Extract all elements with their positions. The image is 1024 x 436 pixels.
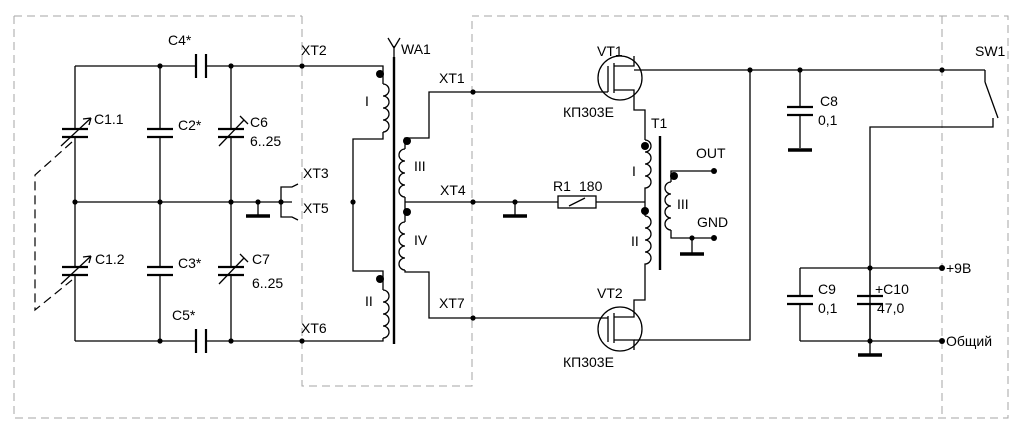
out-terminal <box>711 168 717 174</box>
xt5-label: XT5 <box>303 200 329 216</box>
xt3-xt5-jumper <box>280 183 299 221</box>
enclosures <box>13 15 1009 419</box>
c9-value: 0,1 <box>818 300 838 316</box>
t1-winding-3-label: III <box>677 196 689 212</box>
c10-label: +C10 <box>875 281 909 297</box>
c5-label: C5* <box>172 307 196 323</box>
vt2-transistor <box>597 306 643 352</box>
c7-trimmer-mark <box>218 253 249 285</box>
r1-mark <box>568 197 586 207</box>
ganged-tuning-link <box>34 141 73 312</box>
antenna-transformer <box>302 37 473 344</box>
xt6-label: XT6 <box>301 320 327 336</box>
winding-1-dot <box>376 70 384 78</box>
t1-winding-1-dot <box>641 142 649 150</box>
r1-label: R1 <box>553 178 571 194</box>
xt7-label: XT7 <box>439 295 465 311</box>
t1-winding-3-dot <box>670 172 678 180</box>
c7-value: 6..25 <box>252 275 283 291</box>
t1-winding-2-label: II <box>631 233 639 249</box>
capacitor-bank-junctions <box>72 63 305 344</box>
winding-2-lead-out <box>302 338 384 342</box>
antenna-icon <box>387 37 401 57</box>
wa1-winding-4 <box>398 221 406 271</box>
winding-2-label: II <box>365 293 373 309</box>
c2-label: C2* <box>178 117 202 133</box>
c6-label: C6 <box>250 114 268 130</box>
winding-4-label: IV <box>414 232 428 248</box>
gnd-terminal <box>711 235 717 241</box>
capacitor-bank <box>34 54 305 353</box>
amplifier-junctions <box>470 67 753 321</box>
c4-label: C4* <box>168 32 192 48</box>
winding-4-dot <box>403 208 411 216</box>
xt7-wire <box>404 270 473 319</box>
xt4-label: XT4 <box>440 182 466 198</box>
antenna-block-outline <box>301 16 473 387</box>
out-wire <box>670 170 714 182</box>
c3-label: C3* <box>178 255 202 271</box>
xt3-label: XT3 <box>303 165 329 181</box>
wa1-winding-3 <box>398 148 406 198</box>
device-outline <box>13 15 1009 419</box>
sw1-label: SW1 <box>975 43 1006 59</box>
out-label: OUT <box>696 145 726 161</box>
gnd-wire <box>670 230 714 239</box>
common-terminal <box>939 338 945 344</box>
wa1-label: WA1 <box>401 41 431 57</box>
xt2-label: XT2 <box>301 42 327 58</box>
plus9v-terminal <box>939 265 945 271</box>
vt2-type-label: КП303Е <box>563 354 614 370</box>
xt1-wire <box>404 91 473 149</box>
common-label: Общий <box>946 333 992 349</box>
c6-trimmer-mark <box>218 115 249 147</box>
winding-1-leads <box>302 65 384 290</box>
t1-winding-1 <box>644 139 652 202</box>
t1-winding-1-label: I <box>632 163 636 179</box>
xt1-label: XT1 <box>439 70 465 86</box>
c1-2-label: C1.2 <box>95 251 125 267</box>
c1-2-variable-arrow <box>60 255 92 285</box>
t1-winding-2-dot <box>641 207 649 215</box>
wa1-junction <box>350 199 356 205</box>
vt1-body <box>607 56 635 101</box>
c1-1-variable-arrow <box>60 117 92 147</box>
plus9v-label: +9В <box>946 260 971 276</box>
r1-value: 180 <box>579 178 603 194</box>
xt4-wire <box>404 197 473 222</box>
sw1-junction <box>939 67 945 73</box>
t1-label: T1 <box>651 115 668 131</box>
winding-2-dot <box>376 275 384 283</box>
c6-value: 6..25 <box>250 133 281 149</box>
c8-label: C8 <box>820 93 838 109</box>
labels: C4* XT2 WA1 XT1 VT1 SW1 C1.1 C2* C6 6..2… <box>94 32 1006 370</box>
vt2-body <box>607 307 635 350</box>
vt1-source-wire <box>633 101 646 140</box>
t1-winding-3 <box>664 181 672 231</box>
vt1-transistor <box>597 55 643 101</box>
wa1-winding-2 <box>382 289 390 339</box>
c9-label: C9 <box>818 281 836 297</box>
winding-1-label: I <box>365 93 369 109</box>
vt2-label: VT2 <box>597 285 623 301</box>
wa1-winding-1 <box>382 83 390 133</box>
c8-value: 0,1 <box>818 112 838 128</box>
amplifier <box>470 55 753 352</box>
vt2-drain-wire <box>634 70 751 341</box>
power-section <box>750 67 999 357</box>
gnd-label: GND <box>697 214 728 230</box>
vt1-label: VT1 <box>597 43 623 59</box>
vt1-type-label: КП303Е <box>563 104 614 120</box>
sw1-switch <box>869 70 999 268</box>
vt2-source-wire <box>633 270 646 307</box>
c1-1-label: C1.1 <box>94 111 124 127</box>
winding-3-label: III <box>414 158 426 174</box>
c10-value: 47,0 <box>877 300 904 316</box>
c7-label: C7 <box>252 251 270 267</box>
